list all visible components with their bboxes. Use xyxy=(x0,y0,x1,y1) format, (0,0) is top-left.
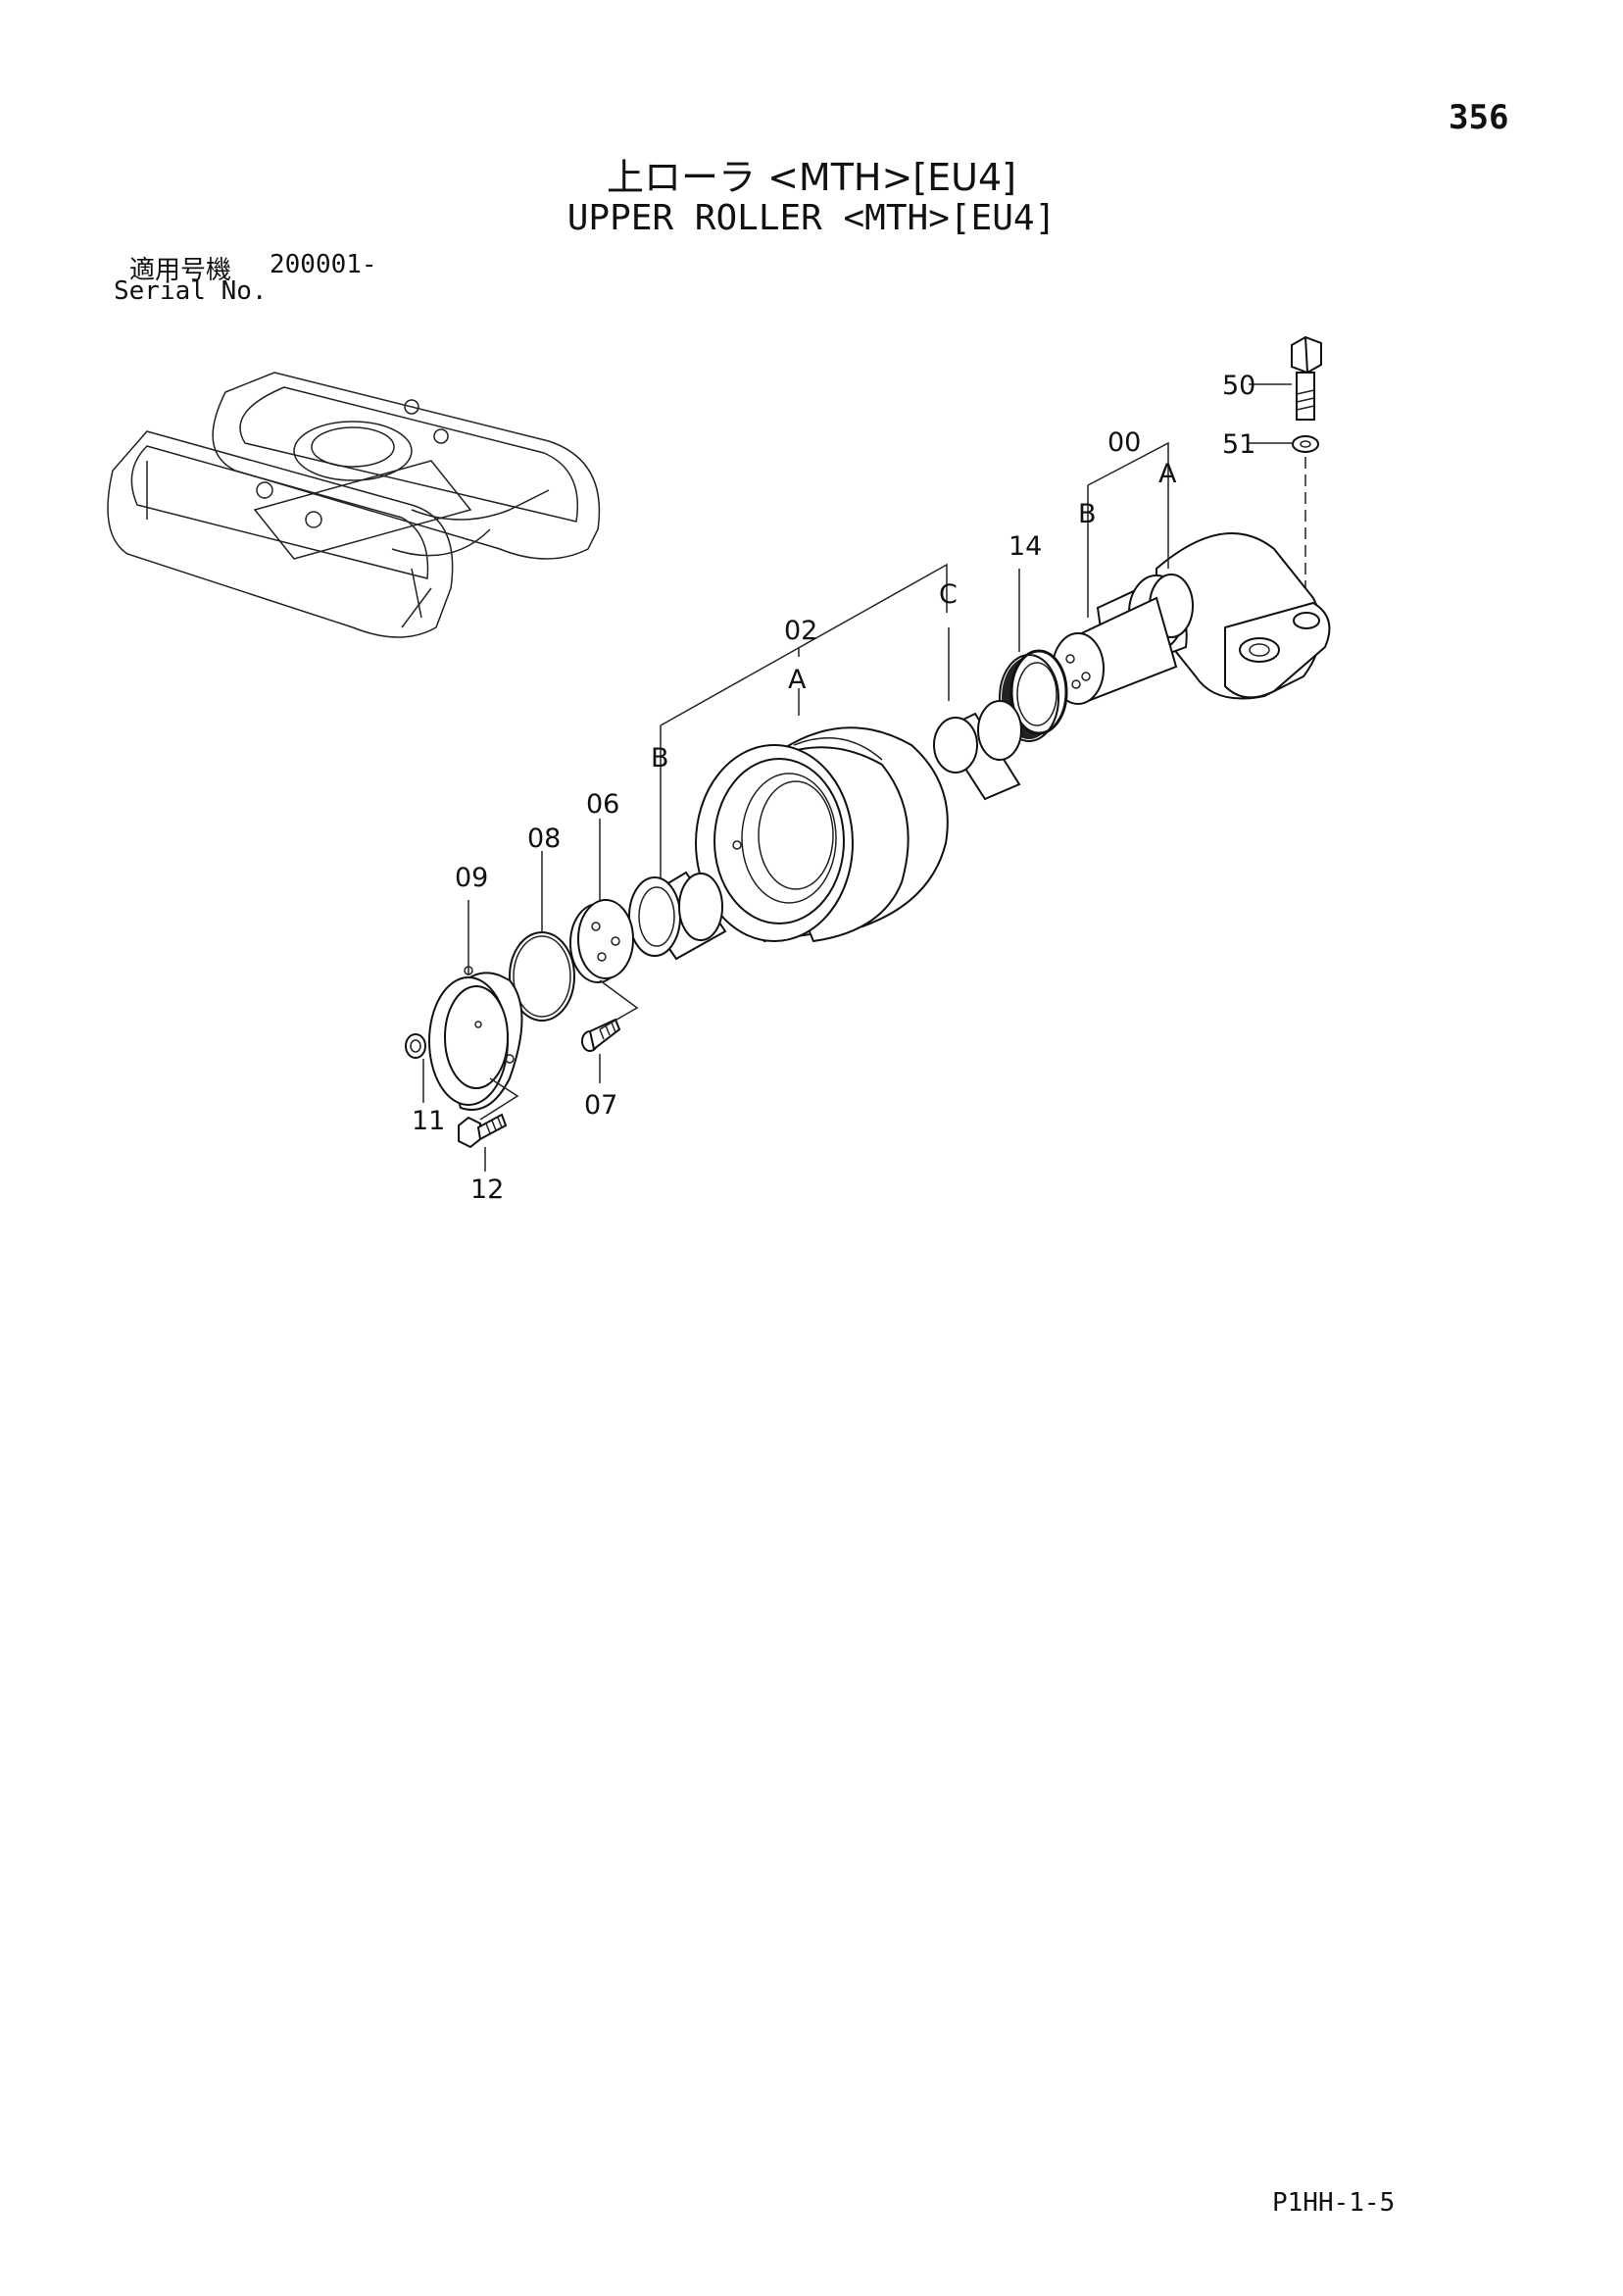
callout-00: 00 xyxy=(1107,427,1141,458)
callout-07: 07 xyxy=(584,1090,617,1121)
document-code: P1HH-1-5 xyxy=(1272,2188,1396,2218)
serial-label-english: Serial No. xyxy=(114,276,268,306)
serial-number-value: 200001- xyxy=(270,250,377,279)
bushing-b xyxy=(628,871,727,961)
page-title-japanese: 上ローラ <MTH>[EU4] xyxy=(607,156,1016,199)
page-number: 356 xyxy=(1449,98,1509,137)
washer-51 xyxy=(1292,435,1319,453)
callout-12: 12 xyxy=(470,1174,504,1205)
callout-02-c: C xyxy=(939,579,958,610)
callout-11: 11 xyxy=(412,1106,445,1136)
callout-14: 14 xyxy=(1008,531,1042,562)
undercarriage-locator-sketch xyxy=(107,372,601,638)
serial-label-japanese: 適用号機 xyxy=(129,256,232,285)
callout-51: 51 xyxy=(1222,429,1255,460)
callout-02-a: A xyxy=(788,665,807,695)
bolt-12 xyxy=(458,1113,508,1149)
page-title-english: UPPER ROLLER <MTH>[EU4] xyxy=(566,198,1057,238)
roller-02 xyxy=(695,726,949,943)
callout-09: 09 xyxy=(455,863,488,893)
callout-02: 02 xyxy=(784,616,817,646)
callout-00-a: A xyxy=(1158,459,1177,489)
cover-09 xyxy=(428,966,523,1111)
thrust-plate-06 xyxy=(569,899,634,983)
o-ring-08 xyxy=(509,931,575,1022)
leader-lines xyxy=(422,383,1292,1172)
callout-50: 50 xyxy=(1222,371,1255,401)
callout-00-b: B xyxy=(1078,499,1097,529)
shaft-bracket-assembly-00 xyxy=(1052,532,1331,705)
bolt-50 xyxy=(1291,335,1322,421)
bushing-c xyxy=(933,700,1022,801)
bolt-07 xyxy=(581,1018,621,1052)
callout-08: 08 xyxy=(527,824,561,854)
callout-02-b: B xyxy=(651,743,669,774)
plug-11 xyxy=(405,1033,426,1059)
callout-06: 06 xyxy=(586,789,619,820)
